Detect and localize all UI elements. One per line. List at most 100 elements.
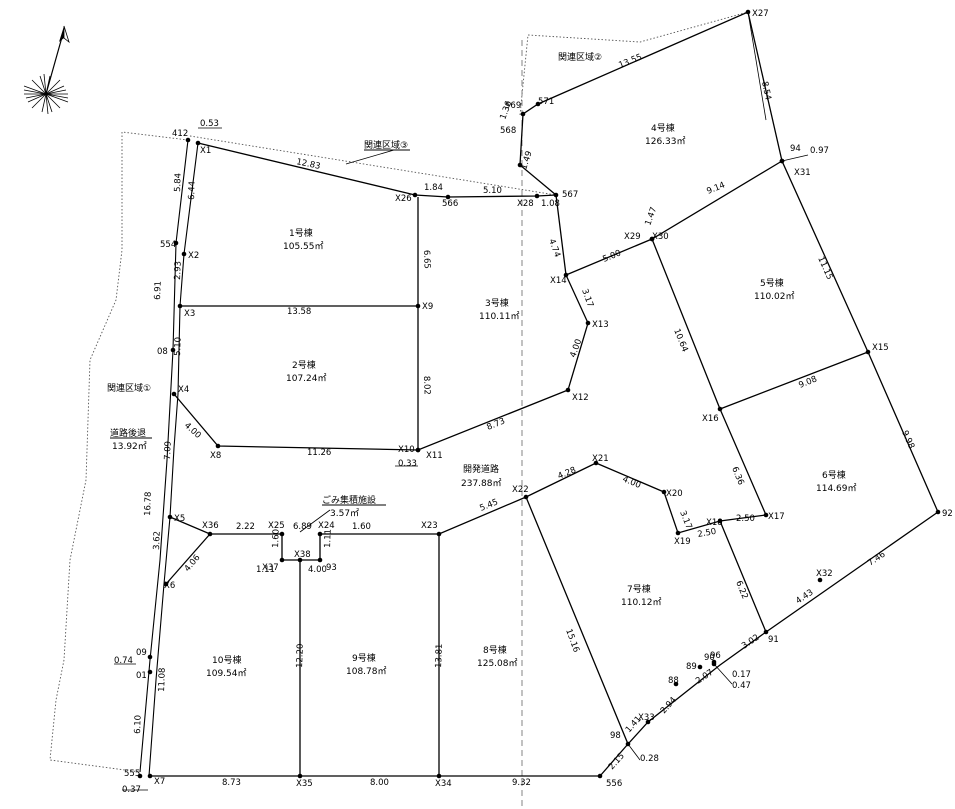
point-label: 556 xyxy=(606,779,622,789)
dimension-label: 3.62 xyxy=(152,531,163,550)
dimension-label: 6.10 xyxy=(133,715,144,734)
lot-area: 110.11㎡ xyxy=(479,311,520,322)
lot-area: 109.54㎡ xyxy=(206,668,247,679)
boundary-point xyxy=(534,193,540,199)
point-label: X26 xyxy=(395,194,412,204)
point-label: X20 xyxy=(666,489,683,499)
lot-area: 107.24㎡ xyxy=(286,373,327,384)
lot-name: 5号棟 xyxy=(760,277,784,289)
dimension-label: 10.64 xyxy=(671,327,689,353)
lot-area: 110.12㎡ xyxy=(621,597,662,608)
dimension-label: 4.00 xyxy=(621,475,642,491)
dimension-label: 11.26 xyxy=(307,448,331,458)
point-label: X9 xyxy=(422,302,433,312)
setback-area: 13.92㎡ xyxy=(112,441,147,452)
north-arrow-icon xyxy=(23,25,70,115)
boundary-point xyxy=(436,773,442,779)
boundary-point xyxy=(279,531,285,537)
point-label: X32 xyxy=(816,569,833,579)
dimension-label: 0.17 xyxy=(732,670,751,680)
dimension-label: 8.73 xyxy=(485,416,506,432)
lot-area: 114.69㎡ xyxy=(816,483,857,494)
boundary-point xyxy=(171,391,177,397)
point-label: X25 xyxy=(268,521,285,531)
dimension-label: 4.43 xyxy=(794,588,815,607)
dimension-label: 13.58 xyxy=(287,307,311,317)
point-label: X19 xyxy=(674,537,691,547)
dimension-label: 13.55 xyxy=(617,52,643,70)
point-label: X3 xyxy=(184,309,195,319)
road-area: 237.88㎡ xyxy=(461,478,502,489)
boundary-point xyxy=(173,240,179,246)
dimension-label: 8.54 xyxy=(759,81,773,102)
boundary-point xyxy=(215,443,221,449)
boundary-point xyxy=(147,773,153,779)
boundary-point xyxy=(317,531,323,537)
dimension-label: 9.98 xyxy=(899,429,916,450)
boundary-point xyxy=(817,577,823,583)
dimension-label: 9.32 xyxy=(512,778,531,788)
dimension-label: 1.08 xyxy=(541,199,560,209)
boundary-point xyxy=(697,664,703,670)
dimension-label: 0.28 xyxy=(640,754,659,764)
point-label: 93 xyxy=(326,563,337,573)
point-label: X17 xyxy=(768,512,785,522)
point-label: X37 xyxy=(262,563,279,573)
boundary-point xyxy=(445,194,451,200)
dimension-label: 1.47 xyxy=(643,206,659,227)
boundary-point xyxy=(553,192,559,198)
point-label: 554 xyxy=(160,240,176,250)
dimension-label: 6.36 xyxy=(729,465,745,486)
boundary-point xyxy=(779,158,785,164)
boundary-point xyxy=(279,557,285,563)
dimension-label: 1.60 xyxy=(271,529,282,548)
boundary-point xyxy=(163,581,169,587)
dimension-label: 6.22 xyxy=(733,579,749,600)
boundary-point xyxy=(520,111,526,117)
boundary-point xyxy=(170,347,176,353)
dimension-label: 5.10 xyxy=(173,337,184,356)
point-label: 566 xyxy=(442,199,458,209)
boundary-point xyxy=(649,236,655,242)
dimension-label: 13.81 xyxy=(434,643,445,668)
boundary-point xyxy=(563,272,569,278)
boundary-point xyxy=(585,320,591,326)
dimension-label: 5.00 xyxy=(601,248,622,264)
boundary-point xyxy=(177,303,183,309)
point-label: 567 xyxy=(562,190,578,200)
dimension-label: 2.93 xyxy=(173,261,184,280)
point-label: X12 xyxy=(572,393,589,403)
dimension-label: 0.97 xyxy=(810,146,829,156)
point-label: X16 xyxy=(702,414,719,424)
point-label: 92 xyxy=(942,509,953,519)
dimension-label: 16.78 xyxy=(143,491,154,516)
point-label: X21 xyxy=(592,454,609,464)
dimension-label: 7.46 xyxy=(866,550,887,569)
point-label: 01 xyxy=(136,671,147,681)
point-label: X24 xyxy=(318,521,335,531)
boundary-point xyxy=(412,192,418,198)
point-label: X8 xyxy=(210,451,221,461)
boundary-point xyxy=(137,773,143,779)
point-label: 08 xyxy=(157,347,168,357)
dimension-label: 0.74 xyxy=(114,656,133,666)
boundary-point xyxy=(195,140,201,146)
point-label: 412 xyxy=(172,129,188,139)
point-label: X34 xyxy=(435,779,452,789)
dimension-label: 6.44 xyxy=(187,181,198,200)
lot-name: 3号棟 xyxy=(485,297,509,309)
boundary-point xyxy=(181,251,187,257)
dimension-label: 3.17 xyxy=(677,509,693,530)
boundary-point xyxy=(167,514,173,520)
boundary-point xyxy=(865,349,871,355)
dimension-label: 1.11 xyxy=(256,565,275,575)
point-label: 89 xyxy=(686,662,697,672)
point-label: X10 xyxy=(398,445,415,455)
boundary-point xyxy=(935,509,941,515)
lot-name: 9号棟 xyxy=(352,652,376,664)
point-label: X1 xyxy=(200,146,211,156)
point-label: X5 xyxy=(174,514,185,524)
setback-name: 道路後退 xyxy=(110,427,146,439)
boundary-point xyxy=(593,460,599,466)
